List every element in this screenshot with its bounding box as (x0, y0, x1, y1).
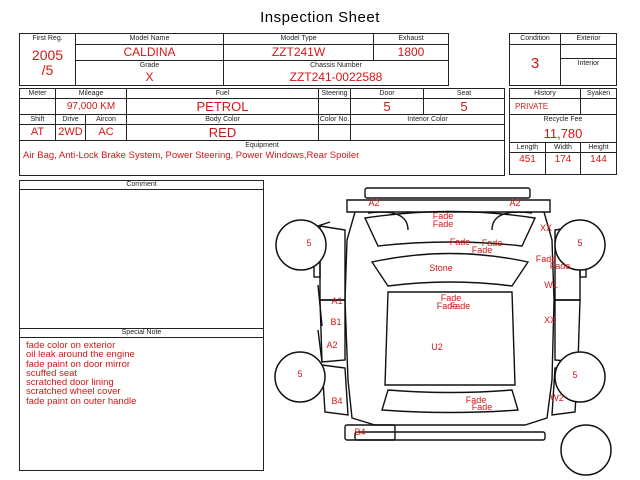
mark-hood-fade-1: Fade (433, 211, 454, 221)
mark-right-fender-fade-1: Fade (536, 254, 557, 264)
mark-front-left-corner: A2 (368, 198, 379, 208)
mark-roof-rear: U2 (431, 342, 443, 352)
chassis-number-label: Chassis Number (310, 62, 362, 69)
grade-value: X (145, 70, 154, 84)
length-label: Length (516, 144, 539, 151)
mark-right-quarter: W2 (550, 393, 564, 403)
exterior-label: Exterior (576, 35, 601, 42)
drive-label: Drive (62, 116, 79, 123)
mark-hood-fade-2: Fade (433, 219, 454, 229)
mark-right-fender-fade-2: Fade (550, 261, 571, 271)
mark-hood-fade-5: Fade (472, 245, 493, 255)
wheel-rear-right-icon (554, 351, 606, 403)
width-value: 174 (554, 154, 572, 165)
body-color-label: Body Color (205, 116, 240, 123)
grade-label: Grade (139, 62, 160, 69)
mark-windshield-stone: Stone (429, 263, 453, 273)
model-type-value: ZZT241W (271, 45, 326, 59)
seat-label: Seat (456, 90, 472, 97)
mark-front-right-corner: A2 (509, 198, 520, 208)
history-value: PRIVATE (515, 102, 549, 111)
wheel-rear-left-icon (274, 351, 326, 403)
mark-roof-fade-3: Fade (450, 301, 471, 311)
shift-label: Shift (30, 116, 45, 123)
first-reg-value: 2005 /5 (31, 47, 64, 78)
mark-right-rear-tire: 5 (572, 370, 577, 380)
special-note-label: Special Note (20, 328, 263, 338)
specs-table: Meter Mileage Fuel Steering Door Seat 97… (18, 88, 506, 176)
mark-roof-fade-2: Fade (437, 301, 458, 311)
aircon-label: Aircon (96, 116, 116, 123)
model-type-label: Model Type (280, 35, 317, 42)
mark-right-fender-xx: XX (540, 223, 552, 233)
door-value: 5 (383, 99, 391, 114)
model-name-label: Model Name (129, 35, 170, 42)
mark-rear-bumper: B4 (354, 427, 365, 437)
mileage-value: 97,000 KM (66, 101, 116, 112)
mark-left-pillar: B1 (330, 317, 341, 327)
width-label: Width (554, 144, 572, 151)
height-label: Height (588, 144, 609, 151)
seat-value: 5 (460, 99, 468, 114)
model-name-value: CALDINA (123, 45, 176, 59)
syaken-label: Syaken (586, 90, 611, 97)
mark-left-quarter: B4 (331, 396, 342, 406)
mark-rear-gate-fade-2: Fade (472, 402, 493, 412)
height-value: 144 (590, 154, 607, 165)
comment-area[interactable] (20, 190, 263, 328)
mark-roof-fade-1: Fade (441, 293, 462, 303)
drive-value: 2WD (58, 126, 83, 138)
mark-right-pillar: XX (544, 315, 556, 325)
condition-table: Condition Exterior 3 Interior (509, 33, 617, 86)
mark-hood-fade-4: Fade (482, 238, 503, 248)
wheel-front-right-icon (554, 219, 606, 271)
condition-label: Condition (520, 35, 550, 42)
door-label: Door (379, 90, 395, 97)
equipment-label: Equipment (245, 142, 279, 149)
fuel-label: Fuel (215, 90, 230, 97)
recycle-fee-value: 11,780 (543, 126, 583, 141)
color-no-label: Color No. (319, 116, 350, 123)
steering-label: Steering (321, 90, 348, 97)
mark-rear-gate-fade-1: Fade (466, 395, 487, 405)
chassis-number-value: ZZT241-0022588 (289, 70, 383, 84)
shift-value: AT (30, 126, 45, 138)
equipment-value: Air Bag, Anti-Lock Brake System, Power S… (23, 150, 360, 161)
fuel-value: PETROL (196, 99, 249, 114)
mark-right-front-tire: 5 (577, 238, 582, 248)
first-reg-cell: First Reg. 2005 /5 (19, 33, 76, 86)
spare-wheel-icon (560, 424, 612, 476)
car-damage-diagram: A2 A2 Fade Fade Fade Fade Fade XX 5 5 Fa… (274, 187, 612, 476)
mark-left-front-tire: 5 (306, 238, 311, 248)
mark-left-rear-tire: 5 (297, 369, 302, 379)
mark-left-front-door: A1 (331, 296, 342, 306)
recycle-fee-label: Recycle Fee (543, 116, 583, 123)
body-color-value: RED (208, 125, 237, 140)
mark-right-front-door: W1 (544, 280, 558, 290)
history-label: History (534, 90, 556, 97)
condition-value: 3 (530, 55, 540, 72)
exhaust-value: 1800 (397, 45, 425, 59)
page-title: Inspection Sheet (260, 9, 380, 26)
comment-panel: Comment Special Note fade color on exter… (19, 180, 264, 471)
meter-label: Meter (28, 90, 47, 97)
mileage-label: Mileage (78, 90, 104, 97)
vehicle-info-table: First Reg. 2005 /5 Model Name Model Type… (19, 33, 505, 86)
mark-hood-fade-3: Fade (450, 237, 471, 247)
interior-label: Interior (577, 60, 600, 67)
comment-label: Comment (20, 181, 263, 190)
first-reg-label: First Reg. (32, 35, 63, 42)
aircon-value: AC (98, 126, 114, 138)
mark-left-rear-door: A2 (326, 340, 337, 350)
interior-color-label: Interior Color (407, 116, 448, 123)
exhaust-label: Exhaust (398, 35, 424, 42)
wheel-front-left-icon (275, 219, 327, 271)
length-value: 451 (519, 154, 536, 165)
special-note-text: fade color on exterior oil leak around t… (26, 340, 137, 407)
history-table: History Syaken PRIVATE Recycle Fee 11,78… (509, 88, 617, 175)
